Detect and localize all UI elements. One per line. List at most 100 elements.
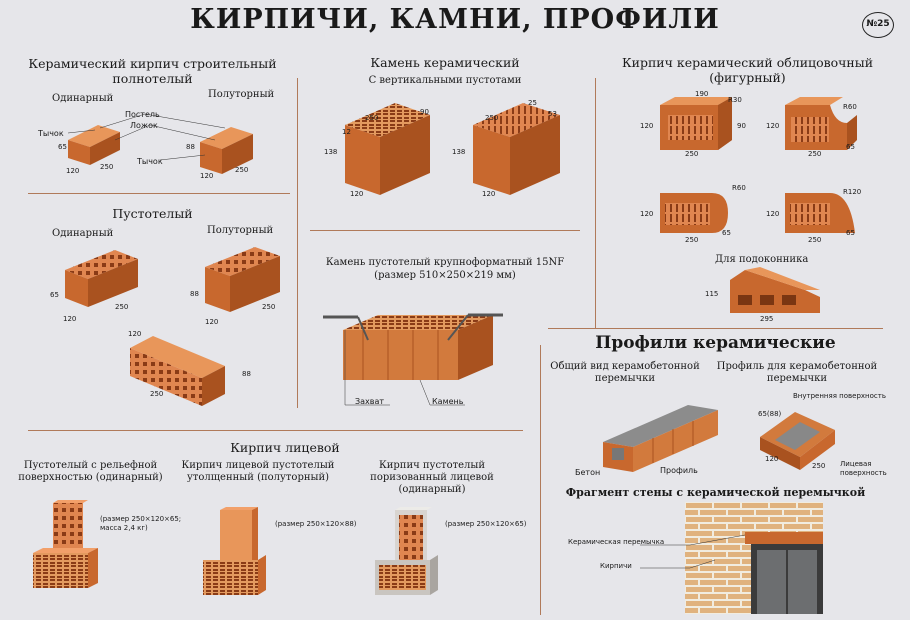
sheet-number-badge: №25 xyxy=(862,12,894,38)
solid-leader-lines xyxy=(67,113,226,161)
grip-label: Захват xyxy=(355,397,385,406)
label-poke-right: Тычок xyxy=(137,157,163,166)
divider-profiles-top xyxy=(548,328,883,329)
face-brick-b-size: (размер 250×120×88) xyxy=(275,520,357,528)
sill-label: Для подоконника xyxy=(715,254,809,265)
concrete-label: Бетон xyxy=(575,468,601,477)
dim-facing-c-r: R60 xyxy=(732,184,746,192)
ceramic-stone-b xyxy=(473,103,560,195)
solid-half-label: Полуторный xyxy=(208,89,275,100)
label-bed: Постель xyxy=(125,110,160,119)
divider-face-brick xyxy=(28,430,523,431)
dim-facing-d-w: 250 xyxy=(808,236,822,244)
face-brick-c-size: (размер 250×120×65) xyxy=(445,520,527,528)
profiles-general-view: Общий вид керамобетонной перемычки xyxy=(550,361,700,384)
dim-facing-b-h: 120 xyxy=(766,122,780,130)
dim-solid-single-h: 65 xyxy=(58,143,67,151)
dim-facing-c-d: 65 xyxy=(722,229,731,237)
facing-brick-a xyxy=(660,97,732,150)
solid-single-brick xyxy=(68,125,120,165)
dim-facing-a-h: 120 xyxy=(640,122,654,130)
hollow-brick-heading: Пустотелый xyxy=(112,206,193,221)
profiles-heading: Профили керамические xyxy=(595,333,836,353)
face-brick-b-title: Кирпич лицевой пустотелый утолщенный (по… xyxy=(181,460,335,483)
solid-brick-heading: Керамический кирпич строительный полноте… xyxy=(28,56,277,86)
dim-facing-d-h: 120 xyxy=(766,210,780,218)
dim-facing-c-w: 250 xyxy=(685,236,699,244)
dim-profile-c: 250 xyxy=(812,462,826,470)
profile-label: Профиль xyxy=(660,466,698,475)
hollow-half-brick xyxy=(205,247,280,312)
lintel-general-view xyxy=(603,405,718,472)
facing-shaped-heading: Кирпич керамический облицовочный (фигурн… xyxy=(621,55,874,85)
dim-hollow-lying-l: 250 xyxy=(150,390,164,398)
dim-facing-b-d: 65 xyxy=(846,143,855,151)
face-brick-c xyxy=(375,507,438,595)
facing-brick-c xyxy=(660,193,728,233)
dim-hollow-half-h: 88 xyxy=(190,290,199,298)
dim-stone-a-h: 138 xyxy=(324,148,338,156)
dim-facing-b-w: 250 xyxy=(808,150,822,158)
face-brick-a-size: (размер 250×120×65; масса 2,4 кг) xyxy=(100,515,182,532)
dim-facing-d-d: 65 xyxy=(846,229,855,237)
dim-sill-w: 295 xyxy=(760,315,774,323)
stone-heading: Камень керамический xyxy=(370,55,520,70)
ceramic-stone-a xyxy=(345,103,430,195)
stone-label: Камень xyxy=(432,397,464,406)
dim-hollow-half-w: 120 xyxy=(205,318,219,326)
dim-facing-a-d: 90 xyxy=(737,122,746,130)
large-stone-size: (размер 510×250×219 мм) xyxy=(374,270,516,281)
dim-stone-b-b: 25 xyxy=(528,99,537,107)
stone-subheading: С вертикальными пустотами xyxy=(368,75,522,86)
dim-stone-b-c: 53 xyxy=(548,110,557,118)
solid-single-label: Одинарный xyxy=(52,93,114,104)
dim-stone-b-w: 120 xyxy=(482,190,496,198)
bricks-label: Кирпичи xyxy=(600,562,632,570)
profiles-profile-for: Профиль для керамобетонной перемычки xyxy=(716,361,878,384)
face-brick-a-title: Пустотелый с рельефной поверхностью (оди… xyxy=(18,460,163,483)
dim-hollow-single-w: 120 xyxy=(63,315,77,323)
dim-solid-single-l: 250 xyxy=(100,163,114,171)
face-brick-heading: Кирпич лицевой xyxy=(230,440,340,455)
divider-stone-large xyxy=(310,230,580,231)
facing-brick-d xyxy=(785,193,855,233)
face-surface-label: Лицевая поверхность xyxy=(840,460,887,477)
dim-hollow-half-l: 250 xyxy=(262,303,276,311)
sill-brick xyxy=(730,267,820,313)
dim-stone-a-a: 12 xyxy=(342,128,351,136)
dim-stone-a-c: 90 xyxy=(420,108,429,116)
lintel-profile xyxy=(760,412,835,470)
label-poke-left: Тычок xyxy=(38,129,64,138)
dim-facing-b-r: R60 xyxy=(843,103,857,111)
hollow-single-brick xyxy=(65,250,138,307)
dim-stone-a-w: 120 xyxy=(350,190,364,198)
dim-sill-h: 115 xyxy=(705,290,719,298)
dim-profile-a: 65(88) xyxy=(758,410,782,418)
hollow-single-label: Одинарный xyxy=(52,228,114,239)
wall-masonry xyxy=(685,502,823,614)
dim-stone-a-b: 250 xyxy=(365,114,379,122)
label-spoon: Ложок xyxy=(130,121,158,130)
dim-hollow-lying-h: 88 xyxy=(242,370,251,378)
wall-heading: Фрагмент стены с керамической перемычкой xyxy=(565,486,866,499)
large-format-stone xyxy=(323,313,503,380)
dim-solid-half-h: 88 xyxy=(186,143,195,151)
dim-stone-b-a: 250 xyxy=(485,114,499,122)
hollow-half-label: Полуторный xyxy=(207,225,274,236)
face-brick-b xyxy=(203,507,266,595)
hollow-lying-brick xyxy=(130,336,225,406)
dim-solid-single-w: 120 xyxy=(66,167,80,175)
face-brick-c-title: Кирпич пустотелый поризованный лицевой (… xyxy=(370,460,494,495)
large-stone-heading: Камень пустотелый крупноформатный 15NF xyxy=(325,257,565,268)
dim-hollow-lying-w: 120 xyxy=(128,330,142,338)
divider-profiles xyxy=(540,345,541,615)
dim-solid-half-w: 120 xyxy=(200,172,214,180)
page-title: КИРПИЧИ, КАМНИ, ПРОФИЛИ xyxy=(190,4,720,35)
inner-surface-label: Внутренняя поверхность xyxy=(793,392,886,400)
facing-brick-b xyxy=(785,97,857,150)
divider-left xyxy=(297,78,298,408)
dim-facing-a-r: R30 xyxy=(728,96,742,104)
dim-hollow-single-h: 65 xyxy=(50,291,59,299)
dim-hollow-single-l: 250 xyxy=(115,303,129,311)
